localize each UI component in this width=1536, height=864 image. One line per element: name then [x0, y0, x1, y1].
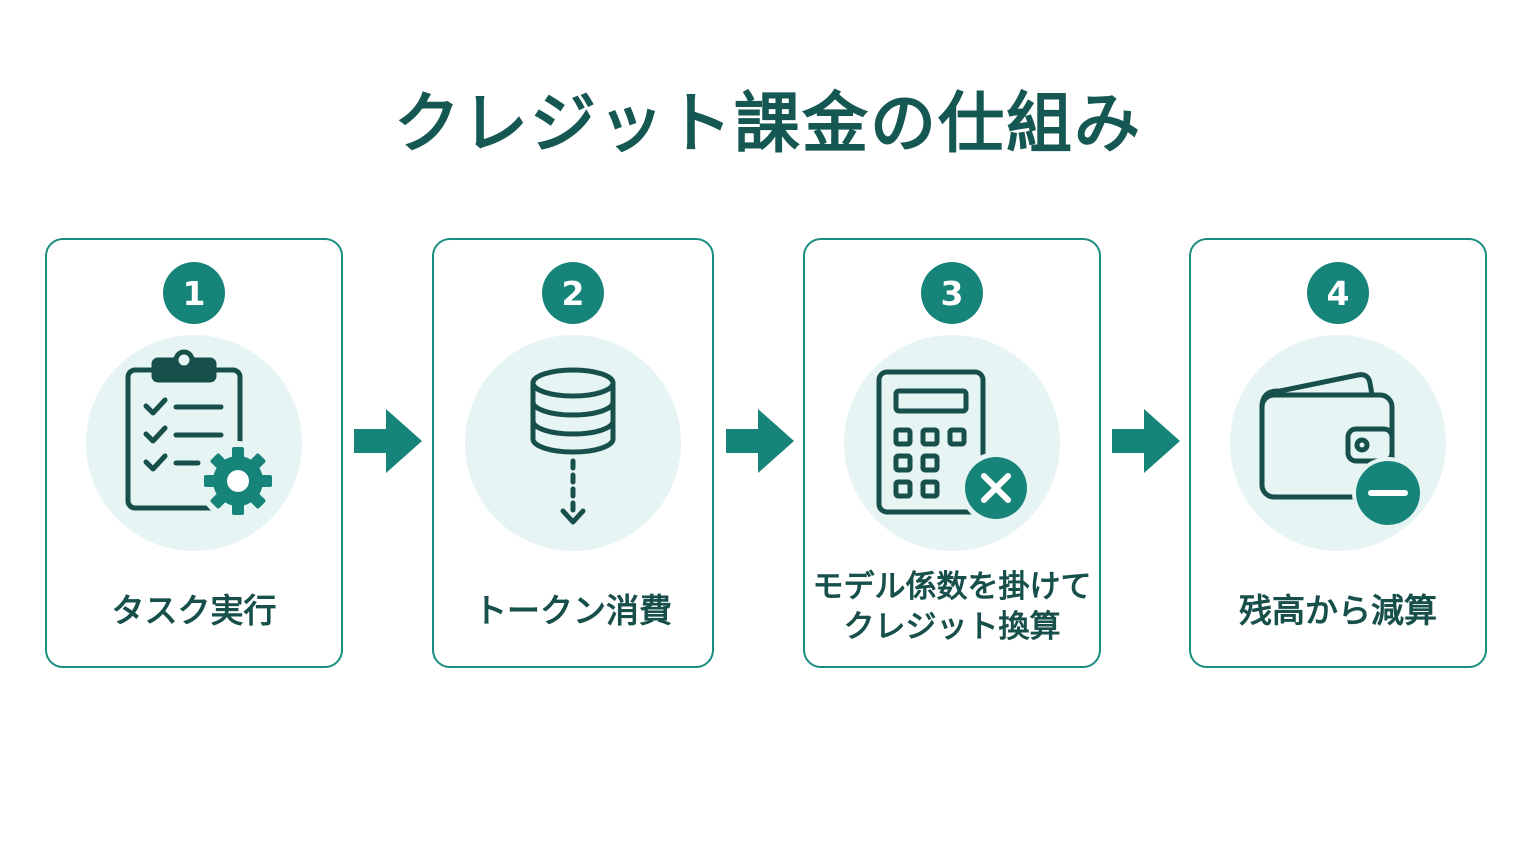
step-number-badge: 3	[921, 262, 983, 324]
step-card-1: 1	[45, 238, 343, 668]
clipboard-gear-icon	[86, 335, 302, 551]
step-label: トークン消費	[474, 591, 672, 630]
step-number-badge: 2	[542, 262, 604, 324]
arrow-right-icon	[354, 409, 422, 473]
arrow-right-icon	[726, 409, 794, 473]
arrow-right-icon	[1112, 409, 1180, 473]
step-label-line1: モデル係数を掛けて	[812, 569, 1092, 605]
step-card-2: 2 トークン消費	[432, 238, 714, 668]
database-down-icon	[465, 335, 681, 551]
step-label: モデル係数を掛けて クレジット換算	[805, 567, 1099, 647]
page-title: クレジット課金の仕組み	[394, 85, 1142, 162]
step-label: 残高から減算	[1239, 591, 1437, 630]
step-label-line2: クレジット換算	[843, 609, 1061, 645]
step-label: タスク実行	[111, 591, 277, 630]
step-card-3: 3 モデル係数を掛けて クレジット換算	[803, 238, 1101, 668]
calculator-multiply-icon	[844, 335, 1060, 551]
step-number-badge: 1	[163, 262, 225, 324]
wallet-minus-icon	[1230, 335, 1446, 551]
step-number-badge: 4	[1307, 262, 1369, 324]
step-card-4: 4 残高から減算	[1189, 238, 1487, 668]
